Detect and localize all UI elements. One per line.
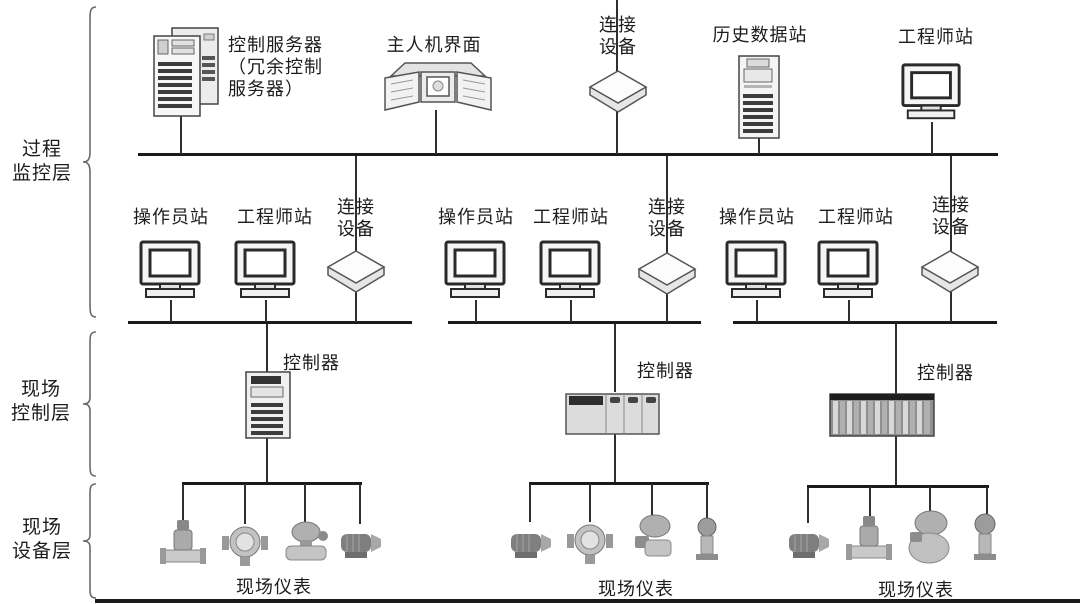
network-bus-control-3 bbox=[733, 321, 997, 324]
network-bus-control-1 bbox=[128, 321, 412, 324]
field-tee-line bbox=[529, 482, 709, 485]
field-instrument-icon bbox=[629, 512, 677, 566]
field-instrument-icon bbox=[964, 512, 1006, 566]
connector-line bbox=[895, 324, 897, 394]
link-device-label: 连接 设备 bbox=[932, 195, 970, 237]
bottom-border-line bbox=[95, 599, 1080, 603]
connector-line bbox=[304, 484, 306, 524]
history-station-icon bbox=[736, 54, 782, 140]
connector-line bbox=[435, 110, 437, 154]
connector-line bbox=[475, 300, 477, 322]
engineer-station-label: 工程师站 bbox=[237, 207, 313, 227]
operator-station-label: 操作员站 bbox=[719, 207, 795, 227]
control-server-label: 控制服务器 （冗余控制 服务器） bbox=[228, 35, 323, 99]
field-instrument-icon bbox=[337, 518, 383, 568]
connector-line bbox=[570, 300, 572, 322]
connector-line bbox=[182, 484, 184, 524]
connector-line bbox=[614, 324, 616, 392]
field-instrument-icon bbox=[282, 518, 330, 568]
connector-line bbox=[616, 106, 618, 154]
connector-line bbox=[666, 156, 668, 322]
engineer-station-icon bbox=[816, 240, 882, 302]
connector-line bbox=[244, 484, 246, 524]
connector-line bbox=[265, 300, 267, 322]
link-device-label: 连接 设备 bbox=[599, 15, 637, 57]
link-device-icon bbox=[326, 250, 386, 294]
operator-station-label: 操作员站 bbox=[133, 207, 209, 227]
connector-line bbox=[355, 156, 357, 322]
controller-label: 控制器 bbox=[283, 353, 340, 373]
layer-brace bbox=[82, 331, 100, 479]
connector-line bbox=[895, 436, 897, 487]
layer-brace bbox=[82, 6, 100, 320]
controller-label: 控制器 bbox=[637, 361, 694, 381]
link-device-icon bbox=[920, 250, 980, 294]
connector-line bbox=[180, 116, 182, 154]
controller-icon bbox=[828, 391, 936, 438]
connector-line bbox=[758, 136, 760, 154]
connector-line bbox=[706, 484, 708, 522]
field-instrument-icon bbox=[160, 518, 206, 568]
controller-icon bbox=[564, 390, 661, 436]
field-instrument-icon bbox=[567, 516, 613, 566]
field-instruments-label: 现场仪表 bbox=[598, 579, 674, 599]
link-device-icon bbox=[588, 70, 648, 114]
engineer-station-label: 工程师站 bbox=[533, 207, 609, 227]
connector-line bbox=[614, 434, 616, 484]
field-instrument-icon bbox=[904, 508, 956, 566]
hmi-console-icon bbox=[381, 58, 495, 112]
network-bus-top bbox=[138, 153, 998, 156]
connector-line bbox=[359, 484, 361, 524]
connector-line bbox=[929, 487, 931, 523]
network-bus-control-2 bbox=[448, 321, 701, 324]
link-device-icon bbox=[637, 252, 697, 296]
field-instrument-icon bbox=[686, 516, 728, 568]
field-tee-line bbox=[807, 485, 989, 488]
connector-line bbox=[848, 300, 850, 322]
layer-brace bbox=[82, 483, 100, 601]
operator-station-label: 操作员站 bbox=[438, 207, 514, 227]
layer-label-device: 现场 设备层 bbox=[11, 517, 72, 562]
connector-line bbox=[616, 0, 618, 76]
connector-line bbox=[931, 122, 933, 154]
connector-line bbox=[986, 487, 988, 523]
layer-label-process: 过程 监控层 bbox=[11, 139, 72, 184]
field-instrument-icon bbox=[846, 514, 892, 566]
connector-line bbox=[266, 436, 268, 484]
engineer-station-label: 工程师站 bbox=[818, 207, 894, 227]
connector-line bbox=[170, 300, 172, 322]
field-instrument-icon bbox=[222, 518, 268, 568]
engineer-station-icon bbox=[900, 62, 964, 124]
connector-line bbox=[869, 487, 871, 523]
controller-label: 控制器 bbox=[917, 363, 974, 383]
field-instruments-label: 现场仪表 bbox=[236, 577, 312, 597]
operator-station-icon bbox=[138, 240, 204, 302]
connector-line bbox=[266, 324, 268, 372]
link-device-label: 连接 设备 bbox=[648, 197, 686, 239]
connector-line bbox=[807, 487, 809, 523]
engineer-station-icon bbox=[233, 240, 299, 302]
field-instruments-label: 现场仪表 bbox=[878, 580, 954, 600]
controller-icon bbox=[243, 370, 293, 440]
connector-line bbox=[589, 484, 591, 522]
connector-line bbox=[651, 484, 653, 522]
operator-station-icon bbox=[724, 240, 790, 302]
field-instrument-icon bbox=[507, 518, 553, 568]
engineer-station-icon bbox=[538, 240, 604, 302]
connector-line bbox=[756, 300, 758, 322]
field-instrument-icon bbox=[785, 518, 831, 568]
connector-line bbox=[950, 156, 952, 322]
hmi-label: 主人机界面 bbox=[386, 35, 482, 55]
connector-line bbox=[529, 484, 531, 522]
link-device-label: 连接 设备 bbox=[337, 197, 375, 239]
operator-station-icon bbox=[443, 240, 509, 302]
field-tee-line bbox=[182, 482, 362, 485]
control-server-icon bbox=[150, 26, 222, 118]
engineer-station-label: 工程师站 bbox=[898, 27, 974, 47]
layer-label-control: 现场 控制层 bbox=[10, 379, 71, 424]
history-station-label: 历史数据站 bbox=[712, 25, 808, 45]
